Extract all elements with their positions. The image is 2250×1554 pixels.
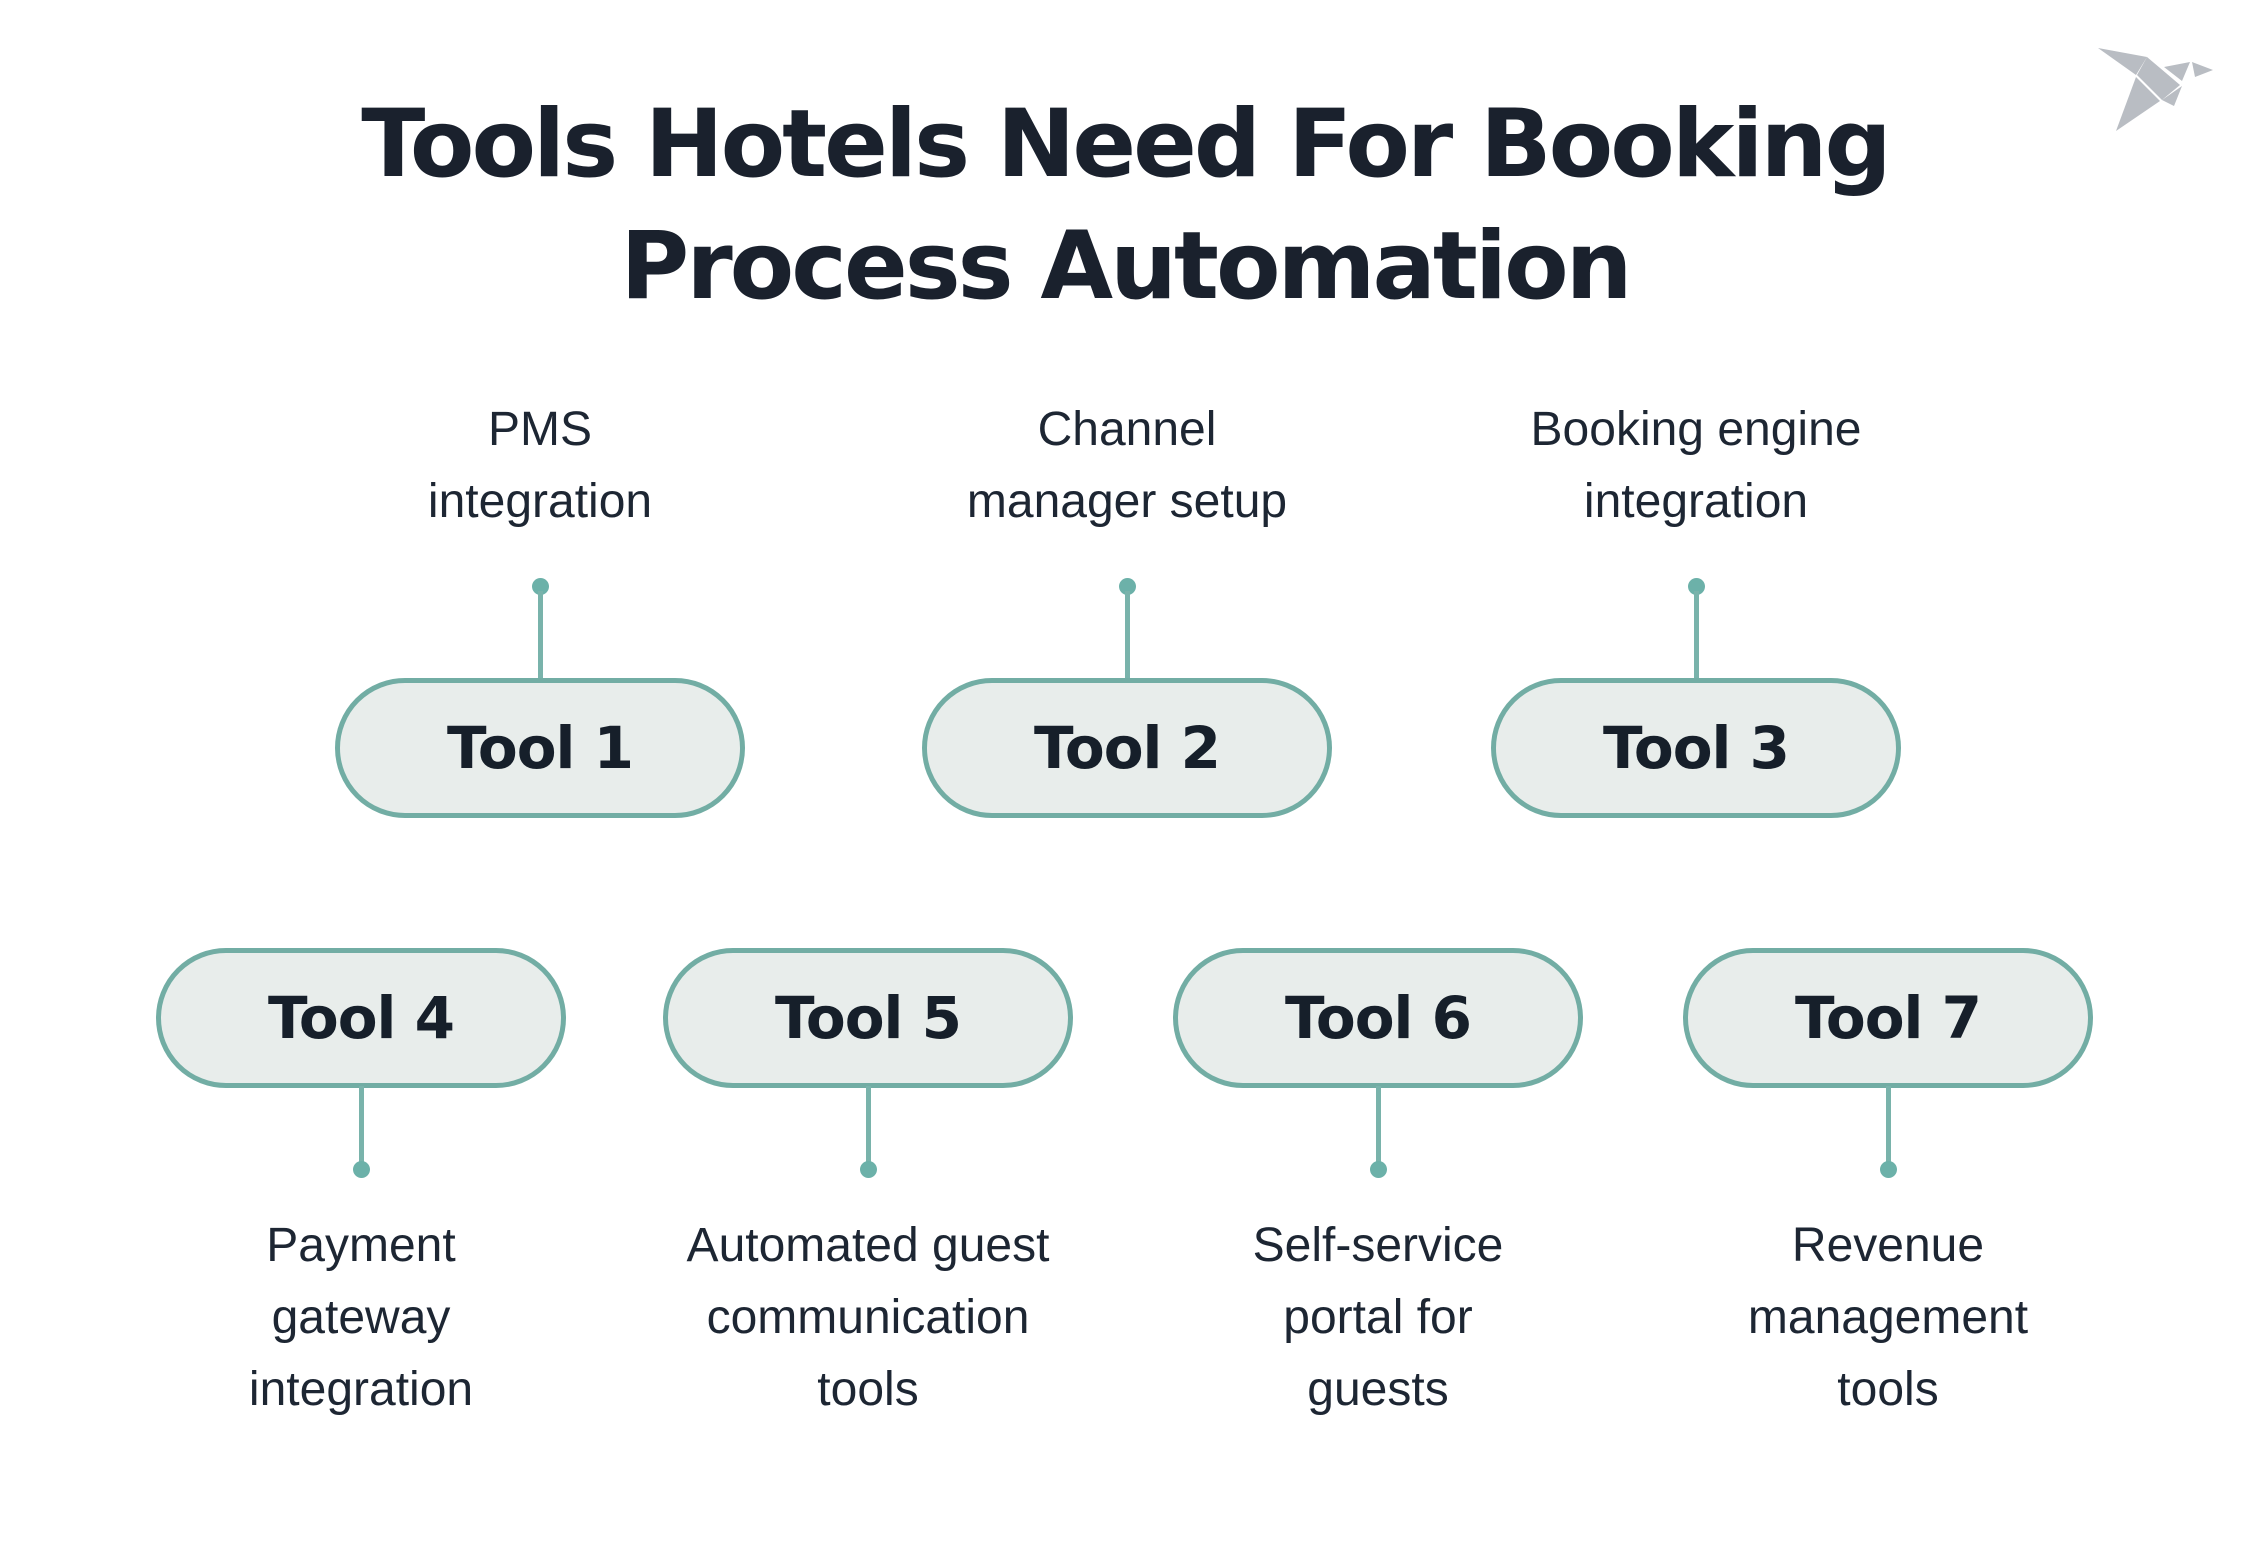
tool-2-label: Channel manager setup xyxy=(967,394,1287,538)
tool-6-label-line: guests xyxy=(1307,1363,1449,1416)
tool-2-label-line: Channel xyxy=(1037,403,1217,456)
tool-7-pill: Tool 7 xyxy=(1683,948,2093,1088)
tool-4-pill: Tool 4 xyxy=(156,948,566,1088)
tool-4-label: Payment gateway integration xyxy=(249,1210,473,1426)
tool-2-label-line: manager setup xyxy=(966,475,1288,528)
tool-4-label-line: Payment xyxy=(266,1219,456,1272)
connector-line xyxy=(358,1086,364,1166)
tool-6-label: Self-service portal for guests xyxy=(1253,1210,1504,1426)
tool-7-label-line: management xyxy=(1747,1291,2029,1344)
bird-wing-polygon xyxy=(2098,48,2147,75)
tool-3-label: Booking engine integration xyxy=(1531,394,1862,538)
bird-body-polygon xyxy=(2137,57,2180,100)
connector-line xyxy=(1693,591,1699,680)
tool-7-label-line: tools xyxy=(1837,1363,1939,1416)
tool-4-label-line: integration xyxy=(248,1363,474,1416)
connector-line xyxy=(537,591,543,680)
connector-dot xyxy=(1879,1161,1897,1178)
tool-2-pill: Tool 2 xyxy=(922,678,1332,818)
tool-1-label-line: integration xyxy=(427,475,653,528)
tool-5-label-line: Automated guest xyxy=(686,1219,1050,1272)
connector-line xyxy=(1885,1086,1891,1166)
tool-3-label-line: integration xyxy=(1583,475,1809,528)
bird-leg-polygon xyxy=(2162,86,2182,106)
tool-1-pill: Tool 1 xyxy=(335,678,745,818)
tool-5-label-line: tools xyxy=(817,1363,919,1416)
bird-head-polygon xyxy=(2192,62,2213,77)
connector-line xyxy=(1375,1086,1381,1166)
tool-3-pill: Tool 3 xyxy=(1491,678,1901,818)
connector-dot xyxy=(1118,578,1136,595)
tool-6-pill: Tool 6 xyxy=(1173,948,1583,1088)
tool-7-label-line: Revenue xyxy=(1791,1219,1985,1272)
tool-7-label: Revenue management tools xyxy=(1748,1210,2028,1426)
page-title: Tools Hotels Need For Booking Process Au… xyxy=(0,84,2250,328)
tool-3-label-line: Booking engine xyxy=(1530,403,1862,456)
tool-1-label: PMS integration xyxy=(428,394,652,538)
bird-tail-polygon xyxy=(2116,77,2160,131)
origami-bird-logo xyxy=(2098,48,2213,131)
tool-6-label-line: portal for xyxy=(1283,1291,1473,1344)
tool-1-label-line: PMS xyxy=(487,403,592,456)
connector-line xyxy=(1124,591,1130,680)
tool-5-label: Automated guest communication tools xyxy=(687,1210,1050,1426)
bird-neck-polygon xyxy=(2164,62,2190,81)
connector-dot xyxy=(531,578,549,595)
page-title-line-2: Process Automation xyxy=(620,212,1632,321)
tool-5-pill: Tool 5 xyxy=(663,948,1073,1088)
connector-dot xyxy=(1369,1161,1387,1178)
connector-dot xyxy=(1687,578,1705,595)
tool-5-label-line: communication xyxy=(706,1291,1030,1344)
connector-line xyxy=(865,1086,871,1166)
tool-4-label-line: gateway xyxy=(271,1291,451,1344)
page-title-line-1: Tools Hotels Need For Booking xyxy=(361,90,1892,199)
connector-dot xyxy=(859,1161,877,1178)
tool-6-label-line: Self-service xyxy=(1252,1219,1504,1272)
connector-dot xyxy=(352,1161,370,1178)
